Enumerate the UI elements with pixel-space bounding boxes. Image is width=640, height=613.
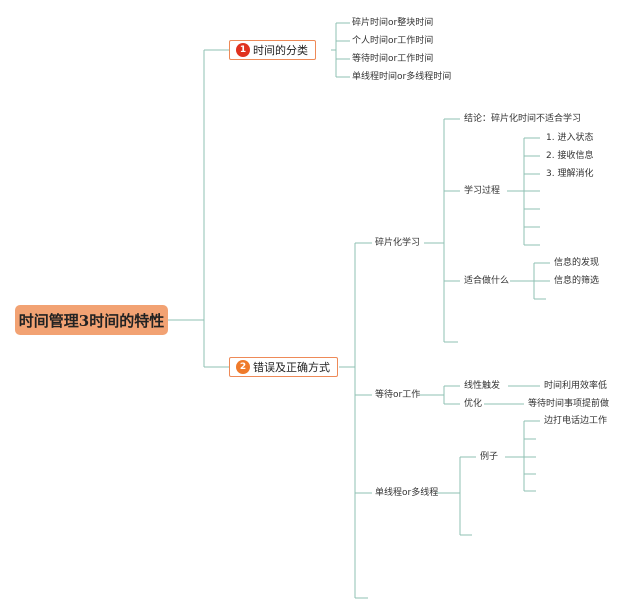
node-fragment-learning[interactable]: 碎片化学习 [375,238,421,248]
node-example[interactable]: 例子 [480,452,499,462]
branch-wrong-and-right-ways[interactable]: 2 错误及正确方式 [229,357,338,377]
node-learning-process[interactable]: 学习过程 [464,186,501,196]
branch-label: 时间的分类 [253,44,308,57]
node-suitable-for[interactable]: 适合做什么 [464,276,510,286]
node-step[interactable]: 1. 进入状态 [546,133,594,143]
leaf-node[interactable]: 信息的筛选 [554,276,600,286]
node-waiting-or-work[interactable]: 等待or工作 [375,390,421,400]
leaf-node[interactable]: 信息的发现 [554,258,600,268]
leaf-node[interactable]: 等待时间事项提前做 [528,399,610,409]
root-node[interactable]: 时间管理3时间的特性 [15,305,168,335]
leaf-node[interactable]: 碎片时间or整块时间 [352,18,434,28]
node-optimize[interactable]: 优化 [464,399,483,409]
number-badge-2: 2 [236,360,250,374]
leaf-node[interactable]: 单线程时间or多线程时间 [352,72,452,82]
leaf-node[interactable]: 等待时间or工作时间 [352,54,434,64]
node-linear-trigger[interactable]: 线性触发 [464,381,501,391]
node-conclusion[interactable]: 结论：碎片化时间不适合学习 [464,114,582,124]
leaf-node[interactable]: 时间利用效率低 [544,381,608,391]
leaf-node[interactable]: 个人时间or工作时间 [352,36,434,46]
node-step[interactable]: 3. 理解消化 [546,169,594,179]
node-step[interactable]: 2. 接收信息 [546,151,594,161]
number-badge-1: 1 [236,43,250,57]
leaf-node[interactable]: 边打电话边工作 [544,416,608,426]
branch-time-classification[interactable]: 1 时间的分类 [229,40,316,60]
node-single-or-multi-thread[interactable]: 单线程or多线程 [375,488,439,498]
branch-label: 错误及正确方式 [253,361,330,374]
